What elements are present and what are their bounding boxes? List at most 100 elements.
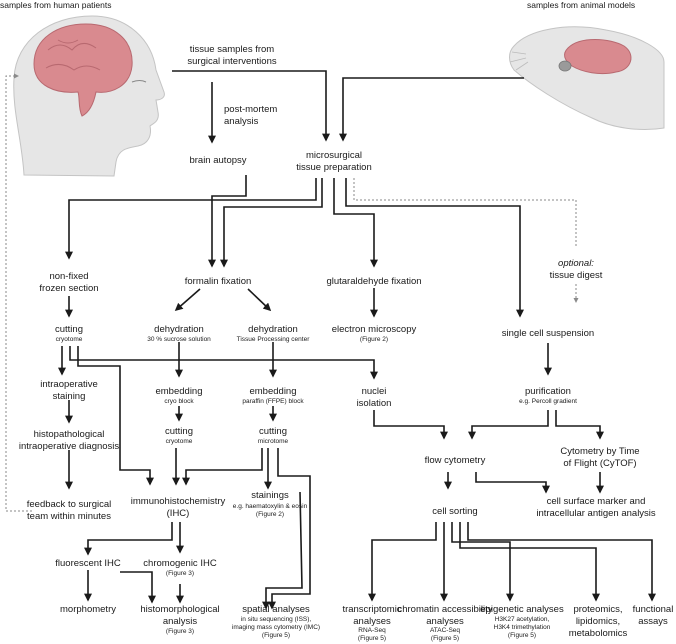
- svg-text:histopathological: histopathological: [34, 429, 105, 440]
- svg-text:isolation: isolation: [357, 398, 392, 409]
- svg-text:intraoperative diagnosis: intraoperative diagnosis: [19, 441, 120, 452]
- svg-text:chromogenic IHC: chromogenic IHC: [143, 558, 217, 569]
- svg-text:histomorphological: histomorphological: [140, 604, 219, 615]
- svg-text:RNA-Seq: RNA-Seq: [358, 627, 386, 634]
- svg-text:lipidomics,: lipidomics,: [576, 616, 620, 627]
- svg-text:(Figure 2): (Figure 2): [360, 336, 388, 343]
- svg-text:functional: functional: [633, 604, 674, 615]
- node-surface-antigen-analysis: cell surface marker and intracellular an…: [536, 496, 656, 519]
- svg-text:e.g. haematoxylin & eosin: e.g. haematoxylin & eosin: [233, 503, 308, 510]
- svg-text:in situ sequencing (ISS),: in situ sequencing (ISS),: [241, 616, 312, 623]
- node-formalin: formalin fixation: [185, 276, 252, 287]
- node-feedback: feedback to surgical team within minutes: [27, 499, 112, 522]
- svg-text:analysis: analysis: [224, 116, 259, 127]
- human-samples-header: samples from human patients: [0, 0, 112, 10]
- svg-text:H3K27 acetylation,: H3K27 acetylation,: [495, 616, 550, 623]
- svg-text:cryotome: cryotome: [56, 336, 83, 343]
- svg-text:analyses: analyses: [426, 616, 464, 627]
- svg-text:30 % sucrose solution: 30 % sucrose solution: [147, 336, 211, 343]
- node-embedding-cryo: embedding cryo block: [155, 386, 202, 405]
- node-epigenetic-analyses: epigenetic analyses H3K27 acetylation, H…: [480, 604, 564, 639]
- node-morphometry: morphometry: [60, 604, 116, 615]
- svg-text:proteomics,: proteomics,: [573, 604, 622, 615]
- node-nuclei-isolation: nuclei isolation: [357, 386, 392, 409]
- svg-text:post-mortem: post-mortem: [224, 104, 277, 115]
- svg-text:Cytometry by Time: Cytometry by Time: [560, 446, 639, 457]
- node-cytof: Cytometry by Time of Flight (CyTOF): [560, 446, 639, 469]
- node-cell-sorting: cell sorting: [432, 506, 477, 517]
- node-functional-assays: functional assays: [633, 604, 674, 627]
- svg-text:epigenetic analyses: epigenetic analyses: [480, 604, 564, 615]
- node-fluorescent-ihc: fluorescent IHC: [55, 558, 121, 569]
- node-intraoperative-staining: intraoperative staining: [40, 379, 98, 402]
- svg-text:microtome: microtome: [258, 438, 289, 445]
- svg-text:tissue preparation: tissue preparation: [296, 162, 372, 173]
- svg-text:nuclei: nuclei: [362, 386, 387, 397]
- svg-text:feedback to surgical: feedback to surgical: [27, 499, 112, 510]
- svg-text:stainings: stainings: [251, 490, 289, 501]
- svg-text:Tissue Processing center: Tissue Processing center: [237, 336, 311, 343]
- node-dehydration-sucrose: dehydration 30 % sucrose solution: [147, 324, 211, 343]
- node-embedding-paraffin: embedding paraffin (FFPE) block: [242, 386, 304, 405]
- svg-text:(Figure 5): (Figure 5): [508, 632, 536, 639]
- svg-text:(Figure 3): (Figure 3): [166, 628, 194, 635]
- node-glutaraldehyde: glutaraldehyde fixation: [326, 276, 421, 287]
- svg-text:cutting: cutting: [259, 426, 287, 437]
- node-flow-cytometry: flow cytometry: [425, 455, 486, 466]
- svg-text:microsurgical: microsurgical: [306, 150, 362, 161]
- node-tissue-samples: tissue samples from surgical interventio…: [187, 44, 276, 67]
- svg-text:analysis: analysis: [163, 616, 198, 627]
- svg-text:purification: purification: [525, 386, 571, 397]
- node-histomorphological-analysis: histomorphological analysis (Figure 3): [140, 604, 219, 635]
- node-microsurgical: microsurgical tissue preparation: [296, 150, 372, 173]
- svg-text:frozen section: frozen section: [39, 283, 98, 294]
- svg-text:paraffin (FFPE) block: paraffin (FFPE) block: [242, 398, 304, 405]
- node-non-fixed: non-fixed frozen section: [39, 271, 98, 294]
- svg-text:assays: assays: [638, 616, 668, 627]
- svg-text:intracellular antigen analysis: intracellular antigen analysis: [536, 508, 656, 519]
- node-cutting-cryotome-1: cutting cryotome: [55, 324, 83, 343]
- node-tissue-digest: optional: tissue digest: [550, 258, 603, 281]
- connector-lines: [5, 70, 656, 610]
- svg-text:(Figure 5): (Figure 5): [431, 635, 459, 642]
- svg-text:non-fixed: non-fixed: [49, 271, 88, 282]
- animal-samples-header: samples from animal models: [527, 0, 635, 10]
- svg-text:cutting: cutting: [55, 324, 83, 335]
- svg-text:embedding: embedding: [155, 386, 202, 397]
- node-chromatin-accessibility: chromatin accessibility analyses ATAC-Se…: [397, 604, 492, 642]
- node-single-cell-suspension: single cell suspension: [502, 328, 594, 339]
- svg-text:e.g. Percoll gradient: e.g. Percoll gradient: [519, 398, 577, 405]
- svg-text:cryotome: cryotome: [166, 438, 193, 445]
- node-chromogenic-ihc: chromogenic IHC (Figure 3): [143, 558, 217, 577]
- svg-text:electron microscopy: electron microscopy: [332, 324, 417, 335]
- svg-text:immunohistochemistry: immunohistochemistry: [131, 496, 226, 507]
- svg-text:imaging mass cytometry (IMC): imaging mass cytometry (IMC): [232, 624, 320, 631]
- svg-text:tissue samples from: tissue samples from: [190, 44, 275, 55]
- svg-text:intraoperative: intraoperative: [40, 379, 98, 390]
- svg-text:of Flight (CyTOF): of Flight (CyTOF): [563, 458, 636, 469]
- svg-text:ATAC-Seq: ATAC-Seq: [430, 627, 460, 634]
- node-cutting-microtome: cutting microtome: [258, 426, 289, 445]
- svg-text:cell surface marker and: cell surface marker and: [547, 496, 646, 507]
- node-histopathological-diagnosis: histopathological intraoperative diagnos…: [19, 429, 120, 452]
- node-electron-microscopy: electron microscopy (Figure 2): [332, 324, 417, 343]
- svg-text:cutting: cutting: [165, 426, 193, 437]
- svg-text:spatial analyses: spatial analyses: [242, 604, 310, 615]
- brain-icon: [33, 23, 133, 117]
- svg-text:(Figure 3): (Figure 3): [166, 570, 194, 577]
- svg-text:dehydration: dehydration: [248, 324, 298, 335]
- mouse-head-icon: [509, 26, 665, 131]
- svg-text:team within minutes: team within minutes: [27, 511, 111, 522]
- svg-text:metabolomics: metabolomics: [569, 628, 628, 639]
- node-stainings: stainings e.g. haematoxylin & eosin (Fig…: [233, 490, 308, 518]
- svg-text:(Figure 5): (Figure 5): [358, 635, 386, 642]
- node-brain-autopsy: brain autopsy: [189, 155, 246, 166]
- svg-text:surgical interventions: surgical interventions: [187, 56, 276, 67]
- svg-text:staining: staining: [53, 391, 86, 402]
- node-post-mortem: post-mortem analysis: [224, 104, 277, 127]
- svg-text:tissue digest: tissue digest: [550, 270, 603, 281]
- node-spatial-analyses: spatial analyses in situ sequencing (ISS…: [232, 604, 320, 639]
- node-ihc: immunohistochemistry (IHC): [131, 496, 226, 519]
- svg-text:chromatin accessibility: chromatin accessibility: [397, 604, 492, 615]
